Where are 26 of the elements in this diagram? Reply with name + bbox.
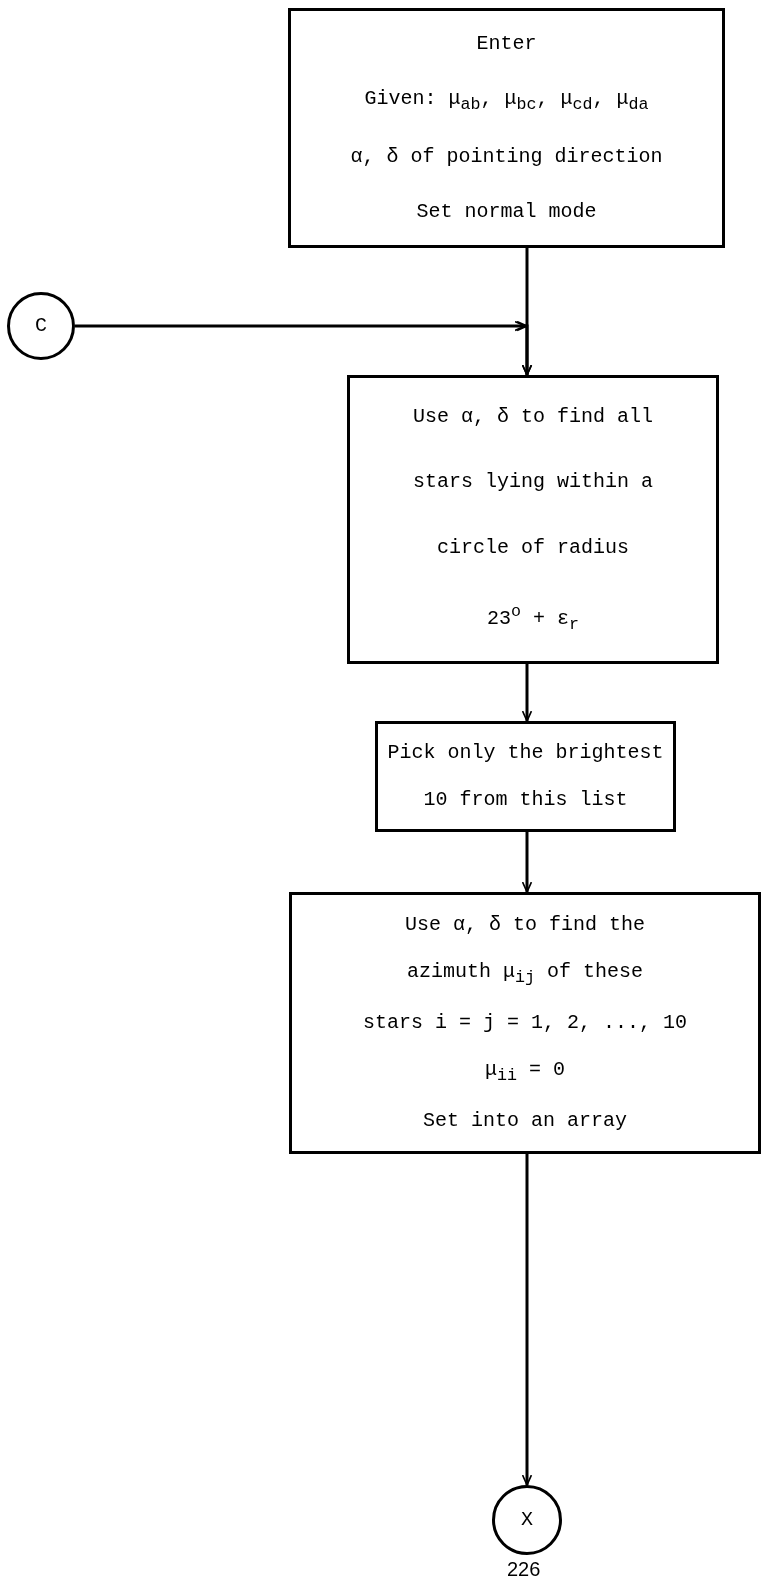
process-box: [288, 8, 725, 248]
node-text: μ$_{ii}$ = 0: [485, 1058, 565, 1087]
process-box: [375, 721, 676, 832]
node-text: 23$^{o}$ + ε$_{r}$: [487, 601, 579, 635]
node-text: X: [521, 1508, 533, 1532]
node-text: stars i = j = 1, 2, ..., 10: [362, 1010, 688, 1035]
arrow: [521, 1154, 533, 1486]
node-text: C: [35, 314, 47, 338]
node-text: circle of radius: [437, 535, 629, 560]
arrow: [521, 664, 533, 722]
node-text: Pick only the brightest: [387, 741, 664, 766]
node-text: stars lying within a: [412, 470, 653, 495]
node-text: Use α, δ to find the: [404, 912, 645, 937]
arrow: [521, 832, 533, 893]
node-text: Enter: [476, 32, 537, 57]
node-text: α, δ of pointing direction: [350, 145, 663, 170]
node-text: 10 from this list: [423, 787, 628, 812]
node-text: azimuth μ$_{ij}$ of these: [406, 959, 644, 988]
node-text: Set normal mode: [416, 199, 597, 224]
node-text: Use α, δ to find all: [412, 404, 653, 429]
process-box: [289, 892, 761, 1154]
node-text: Given: μ$_{ab}$, μ$_{bc}$, μ$_{cd}$, μ$_{da}$: [364, 86, 649, 115]
process-box: [347, 375, 719, 664]
arrow: [75, 321, 533, 375]
node-text: Set into an array: [422, 1109, 627, 1134]
page-number: 226: [507, 1558, 541, 1581]
